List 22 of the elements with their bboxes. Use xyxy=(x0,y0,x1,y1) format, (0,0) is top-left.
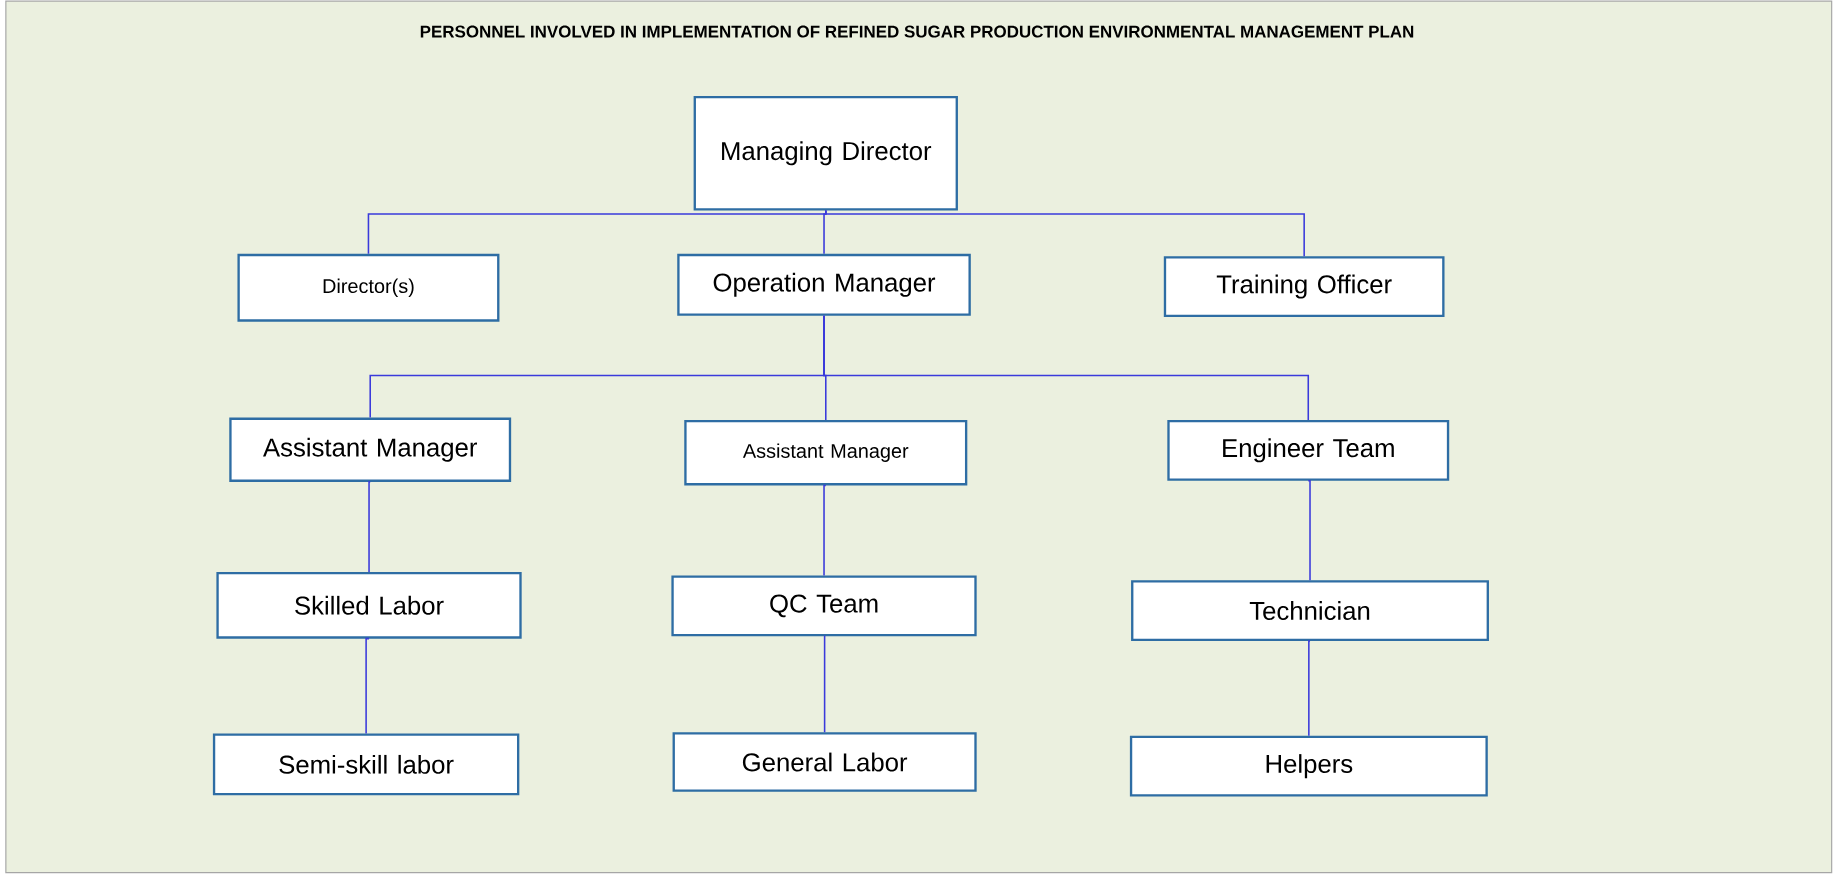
title: PERSONNEL INVOLVED IN IMPLEMENTATION OF REFINED SUGAR PRODUCTION ENVIRONMENTAL MANAGEMENT PLAN xyxy=(420,25,1414,38)
org-box: Training Officer xyxy=(1163,256,1445,317)
org-box: Skilled Labor xyxy=(216,571,522,639)
connector-line xyxy=(823,315,1310,421)
connector-line xyxy=(823,484,827,577)
connector-line xyxy=(825,209,1305,257)
org-box: Helpers xyxy=(1129,735,1488,797)
org-box: Engineer Team xyxy=(1167,419,1450,481)
connector-line xyxy=(368,481,371,573)
org-box: Assistant Manager xyxy=(229,417,512,482)
org-box: Director(s) xyxy=(237,253,500,322)
connector-line xyxy=(823,635,826,733)
org-box: General Labor xyxy=(672,732,977,792)
org-box: Technician xyxy=(1131,580,1489,641)
org-box: Assistant Manager xyxy=(684,419,968,486)
connector-line xyxy=(1308,640,1311,737)
org-box: QC Team xyxy=(671,575,977,637)
connector-line xyxy=(1307,479,1311,581)
connector-line xyxy=(365,637,370,735)
org-box: Operation Manager xyxy=(677,253,971,316)
org-box: Semi-skill labor xyxy=(212,733,520,796)
org-box: Managing Director xyxy=(693,95,958,211)
